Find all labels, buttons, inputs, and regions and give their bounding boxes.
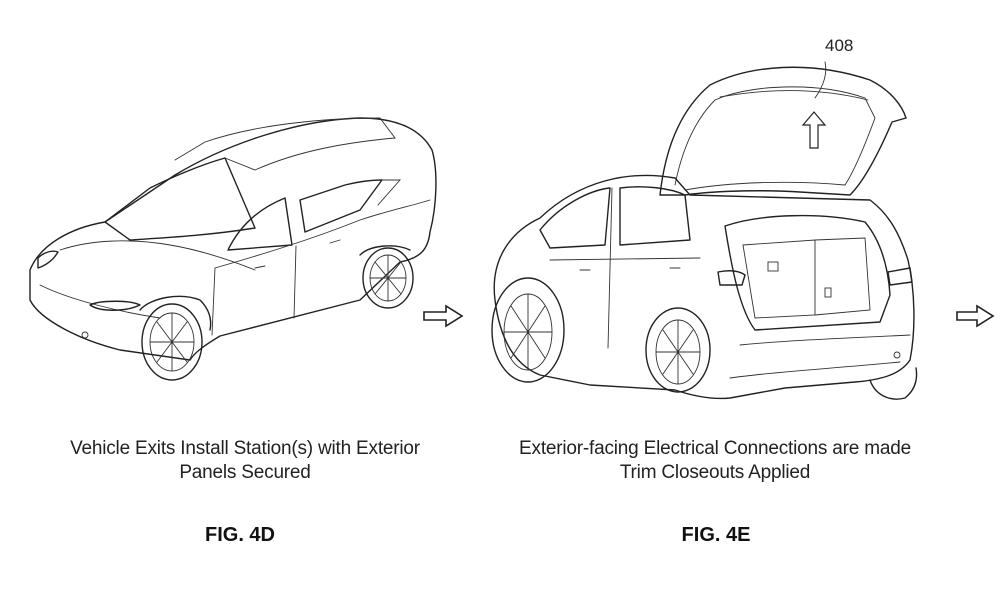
reference-numeral-408: 408 — [825, 36, 854, 55]
side-window-rear — [299, 179, 383, 233]
cargo-area-opening — [724, 214, 891, 331]
caption-4d-line-2: Panels Secured — [179, 462, 311, 483]
caption-4e-line-2: Trim Closeouts Applied — [619, 462, 811, 483]
vehicle-rear-view-drawing — [491, 61, 918, 400]
caption-4e-line-1: Exterior-facing Electrical Connections a… — [519, 438, 911, 459]
flow-arrow-right-2 — [956, 304, 995, 328]
figure-label-4e: FIG. 4E — [681, 524, 751, 546]
roof-glass — [174, 117, 396, 171]
car-body-outline — [493, 174, 915, 400]
caption-4e: Exterior-facing Electrical Connections a… — [490, 437, 940, 485]
figure-4d: Vehicle Exits Install Station(s) with Ex… — [0, 0, 464, 600]
figure-4e: 408 Exterior-facing Electrical Connectio… — [470, 0, 1000, 600]
front-left-wheel — [491, 277, 565, 383]
caption-4d-line-1: Vehicle Exits Install Station(s) with Ex… — [70, 438, 420, 459]
side-window-front — [227, 197, 293, 251]
front-wheel — [141, 303, 203, 381]
flow-arrow-right-1 — [423, 304, 464, 328]
liftgate-open — [659, 66, 907, 196]
figure-label-4d: FIG. 4D — [204, 524, 275, 546]
vehicle-front-view-drawing — [29, 117, 437, 381]
liftgate-open-direction-arrow — [801, 111, 827, 149]
windshield — [104, 157, 256, 241]
car-body-outline — [29, 117, 437, 361]
rear-wheel — [362, 247, 414, 309]
door-seam-front — [211, 267, 216, 336]
rear-right-wheel — [869, 367, 918, 400]
rear-left-wheel — [645, 307, 711, 393]
rear-seat-back-right — [814, 237, 871, 316]
door-seam-rear — [293, 245, 297, 319]
leader-line-408 — [814, 61, 827, 99]
caption-4d: Vehicle Exits Install Station(s) with Ex… — [40, 437, 450, 485]
